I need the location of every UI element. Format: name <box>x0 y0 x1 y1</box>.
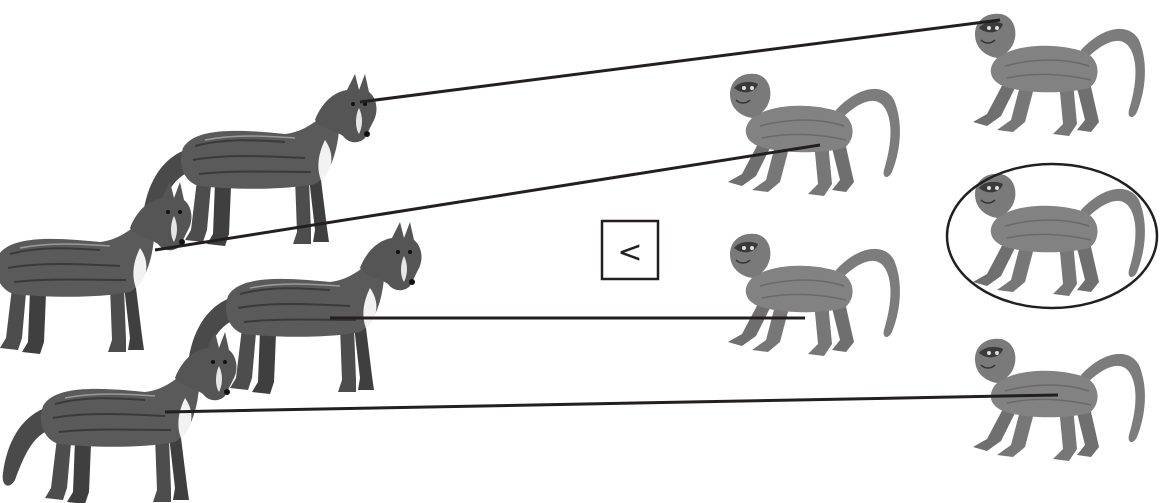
monkey-icon <box>973 339 1145 461</box>
monkey-icon <box>728 74 900 196</box>
match-line <box>360 20 1000 102</box>
wolves-group <box>0 74 421 503</box>
monkey-icon <box>973 14 1145 136</box>
matching-lines <box>155 20 1058 412</box>
wolf-icon <box>3 332 237 503</box>
comparison-box: < <box>602 221 658 279</box>
comparison-symbol: < <box>617 235 642 270</box>
wolf-icon <box>0 182 191 354</box>
monkey-icon <box>728 234 900 356</box>
match-line <box>165 395 1058 412</box>
monkey-icon <box>973 174 1145 296</box>
monkeys-group <box>728 14 1145 461</box>
